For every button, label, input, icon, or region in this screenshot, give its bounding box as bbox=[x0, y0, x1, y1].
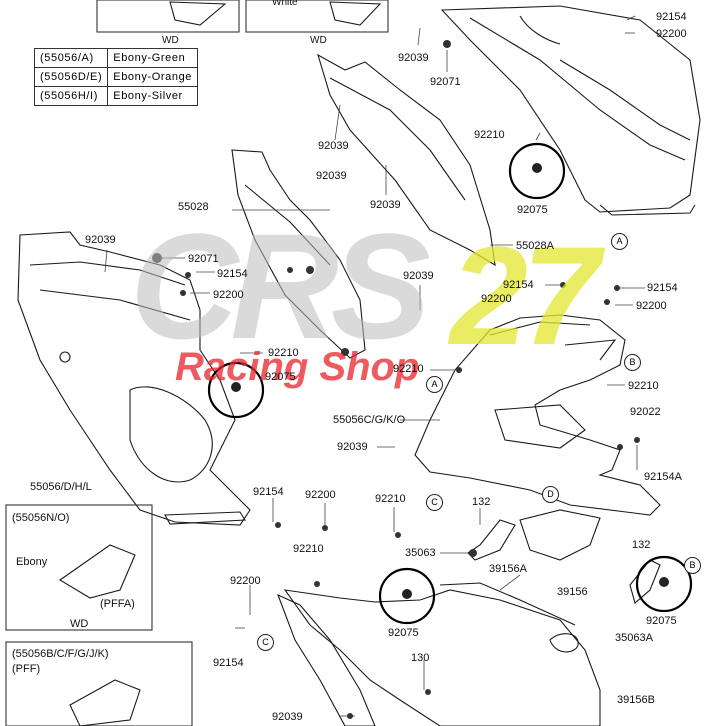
color-row: (55056D/E)Ebony-Orange bbox=[33, 67, 199, 87]
part-label-92154: 92154 bbox=[253, 486, 284, 498]
part-label-92154: 92154 bbox=[647, 282, 678, 294]
side-fairing-55056 bbox=[17, 231, 251, 526]
part-label-55028a: 55028A bbox=[516, 240, 554, 252]
part-label-132: 132 bbox=[472, 496, 491, 508]
inner-panel-55028 bbox=[231, 149, 366, 359]
part-label-92210: 92210 bbox=[628, 380, 659, 392]
part-label-92039: 92039 bbox=[398, 52, 429, 64]
part-label-92210: 92210 bbox=[474, 129, 505, 141]
panel-39156 bbox=[519, 509, 601, 561]
part-label-92022: 92022 bbox=[630, 406, 661, 418]
inset-pffa-color: Ebony bbox=[16, 556, 48, 568]
part-label-92200: 92200 bbox=[230, 575, 261, 587]
part-label-92039: 92039 bbox=[403, 270, 434, 282]
ref-marker-a: A bbox=[611, 233, 628, 250]
color-name: Ebony-Silver bbox=[107, 86, 199, 106]
color-row: (55056H/I)Ebony-Silver bbox=[33, 86, 199, 106]
part-label-92210: 92210 bbox=[393, 363, 424, 375]
part-label-92075: 92075 bbox=[646, 615, 677, 627]
color-code: (55056/A) bbox=[33, 48, 109, 68]
part-label-92200: 92200 bbox=[481, 293, 512, 305]
part-label-92039: 92039 bbox=[318, 140, 349, 152]
part-label-39156a: 39156A bbox=[489, 563, 527, 575]
part-label-39156: 39156 bbox=[557, 586, 588, 598]
part-label-130: 130 bbox=[411, 652, 430, 664]
inset-pff-title: (55056B/C/F/G/J/K) bbox=[12, 648, 109, 660]
part-label-55056c-g-k-o: 55056C/G/K/O bbox=[333, 414, 406, 426]
part-label-55028: 55028 bbox=[178, 201, 209, 213]
part-label-132: 132 bbox=[632, 539, 651, 551]
color-row: (55056/A)Ebony-Green bbox=[33, 48, 199, 68]
part-label-92071: 92071 bbox=[188, 253, 219, 265]
part-label-92154: 92154 bbox=[217, 268, 248, 280]
top-box-right-caption: WD bbox=[310, 35, 327, 46]
color-code: (55056D/E) bbox=[33, 67, 109, 87]
lower-cowl-39156a bbox=[283, 589, 601, 726]
ref-marker-d: D bbox=[542, 486, 559, 503]
part-label-92075: 92075 bbox=[517, 204, 548, 216]
part-label-92075: 92075 bbox=[388, 627, 419, 639]
part-label-92154: 92154 bbox=[656, 11, 687, 23]
side-fairing-55056c bbox=[414, 314, 661, 516]
part-label-92039: 92039 bbox=[370, 199, 401, 211]
part-label-92039: 92039 bbox=[316, 170, 347, 182]
part-label-35063a: 35063A bbox=[615, 632, 653, 644]
inset-pff-variant: (PFF) bbox=[12, 663, 41, 675]
part-label-92154: 92154 bbox=[213, 657, 244, 669]
part-label-92200: 92200 bbox=[305, 489, 336, 501]
color-code-table: (55056/A)Ebony-Green (55056D/E)Ebony-Ora… bbox=[33, 48, 199, 106]
part-label-92039: 92039 bbox=[272, 711, 303, 723]
ref-marker-a: A bbox=[426, 376, 443, 393]
ref-marker-b: B bbox=[624, 354, 641, 371]
color-name: Ebony-Orange bbox=[107, 67, 199, 87]
ref-marker-c: C bbox=[257, 634, 274, 651]
part-label-39156b: 39156B bbox=[617, 694, 655, 706]
part-label-92039: 92039 bbox=[85, 234, 116, 246]
part-label-92071: 92071 bbox=[430, 76, 461, 88]
ref-marker-b: B bbox=[684, 557, 701, 574]
part-label-92200: 92200 bbox=[213, 289, 244, 301]
part-label-55056-d-h-l: 55056/D/H/L bbox=[30, 481, 92, 493]
upper-cowl-outline bbox=[440, 5, 701, 213]
part-label-92154: 92154 bbox=[503, 279, 534, 291]
color-name: Ebony-Green bbox=[107, 48, 199, 68]
top-box-right-color: White bbox=[272, 0, 298, 8]
part-label-92200: 92200 bbox=[636, 300, 667, 312]
part-label-92075: 92075 bbox=[265, 371, 296, 383]
part-label-92200: 92200 bbox=[656, 28, 687, 40]
color-code: (55056H/I) bbox=[33, 86, 109, 106]
inset-pffa-variant: (PFFA) bbox=[100, 598, 135, 610]
part-label-35063: 35063 bbox=[405, 547, 436, 559]
part-label-92210: 92210 bbox=[293, 543, 324, 555]
part-label-92154a: 92154A bbox=[644, 471, 682, 483]
part-label-92039: 92039 bbox=[337, 441, 368, 453]
part-label-92210: 92210 bbox=[268, 347, 299, 359]
top-box-left-caption: WD bbox=[162, 35, 179, 46]
inset-pffa-title: (55056N/O) bbox=[12, 512, 70, 524]
ref-marker-c: C bbox=[426, 494, 443, 511]
inset-pffa-caption: WD bbox=[70, 618, 89, 630]
inner-panel-55028a bbox=[317, 53, 496, 267]
part-label-92210: 92210 bbox=[375, 493, 406, 505]
